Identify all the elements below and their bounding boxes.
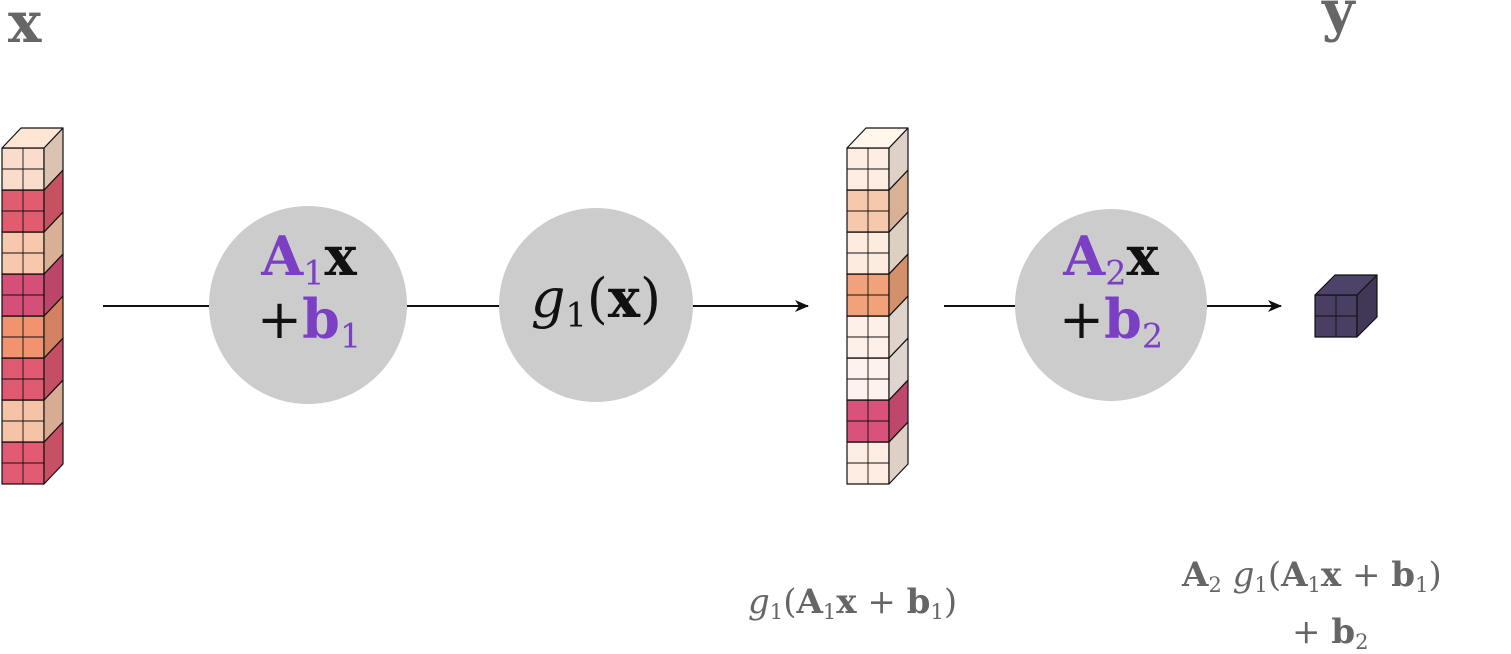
- affine2-text: A2x +b2: [1058, 224, 1164, 355]
- output-vector: [1314, 274, 1378, 338]
- activation-node: [499, 208, 693, 402]
- affine1-node: [209, 206, 407, 404]
- input-cube-cell-top: [1, 127, 64, 149]
- affine1-text: A1x +b1: [256, 224, 362, 355]
- input-vector: [1, 127, 64, 485]
- hidden-cube-cell-top: [846, 127, 909, 149]
- output-caption-line2: + b2: [1292, 612, 1369, 654]
- affine2-node: [1015, 209, 1207, 401]
- activation-text: g1(x): [530, 266, 662, 335]
- output-caption-line1: A2 g1(A1x + b1): [1182, 555, 1442, 597]
- output-label: y: [1322, 0, 1355, 44]
- hidden-caption: g1(A1x + b1): [748, 582, 958, 624]
- output-cube-cell-top: [1314, 274, 1378, 296]
- input-label: x: [8, 0, 42, 56]
- hidden-vector: [846, 127, 909, 485]
